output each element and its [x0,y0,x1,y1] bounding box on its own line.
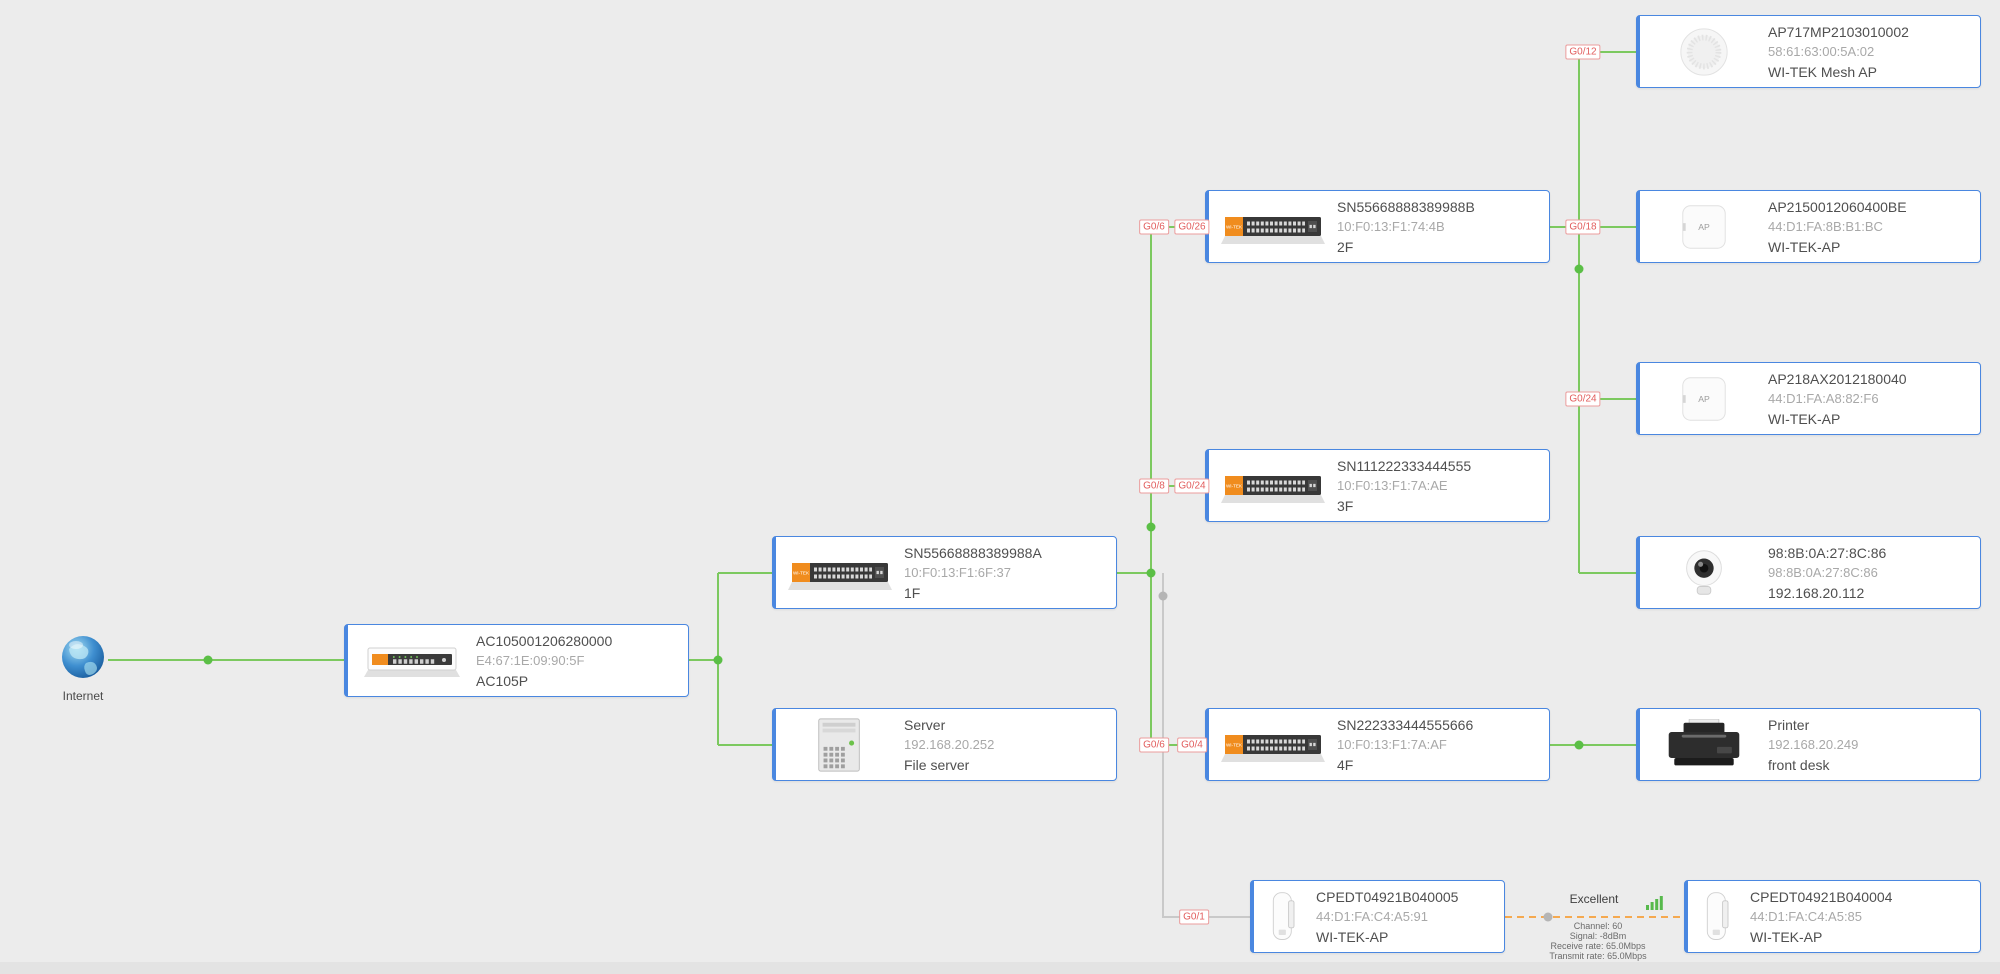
internet-label: Internet [62,689,104,703]
device-node-file-server[interactable]: Server 192.168.20.252 File server [772,708,1117,781]
device-name: CPEDT04921B040005 [1316,888,1459,905]
device-node-mesh-ap[interactable]: AP717MP2103010002 58:61:63:00:5A:02 WI-T… [1636,15,1981,88]
device-desc: 2F [1337,238,1354,255]
device-desc: AC105P [476,672,529,689]
switch-icon [1209,723,1337,767]
device-mac: 10:F0:13:F1:7A:AE [1337,477,1448,493]
device-desc: WI-TEK-AP [1316,928,1389,945]
wireless-transmit-rate: Transmit rate: 65.0Mbps [1549,951,1647,961]
device-desc: File server [904,756,970,773]
device-desc: WI-TEK-AP [1750,928,1823,945]
port-label: G0/12 [1565,44,1601,60]
device-name: AP2150012060400BE [1768,198,1907,215]
device-mac: 44:D1:FA:C4:A5:91 [1316,908,1429,924]
device-mac: 98:8B:0A:27:8C:86 [1768,564,1878,580]
device-mac: 10:F0:13:F1:7A:AF [1337,736,1447,752]
port-label: G0/8 [1139,478,1169,494]
device-mac: 44:D1:FA:A8:82:F6 [1768,390,1879,406]
device-node-switch-2f[interactable]: SN55668888389988B 10:F0:13:F1:74:4B 2F [1205,190,1550,263]
router-icon [348,641,476,681]
wireless-link-quality: Excellent [1569,892,1619,906]
device-ip: 192.168.20.252 [904,736,995,752]
wireless-receive-rate: Receive rate: 65.0Mbps [1550,941,1646,951]
printer-icon [1640,719,1768,771]
wireless-link-details: Channel: 60 Signal: -8dBm Receive rate: … [1530,921,1666,961]
device-name: 98:8B:0A:27:8C:86 [1768,544,1887,561]
port-label: G0/26 [1174,219,1210,235]
port-label: G0/1 [1179,909,1209,925]
horizontal-scrollbar[interactable] [0,962,2000,974]
device-desc: WI-TEK-AP [1768,238,1841,255]
port-label: G0/4 [1177,737,1207,753]
port-label: G0/6 [1139,737,1169,753]
mesh-ap-icon [1640,25,1768,79]
cpe-icon [1688,889,1750,945]
device-desc: 1F [904,584,921,601]
device-node-camera[interactable]: 98:8B:0A:27:8C:86 98:8B:0A:27:8C:86 192.… [1636,536,1981,609]
port-label: G0/18 [1565,219,1601,235]
device-desc: 4F [1337,756,1354,773]
internet-node[interactable]: Internet [43,633,123,703]
port-label: G0/24 [1565,391,1601,407]
device-name: SN55668888389988A [904,544,1042,561]
device-name: Server [904,716,946,733]
signal-bars-icon [1646,895,1664,911]
wireless-channel: Channel: 60 [1573,921,1623,931]
device-mac: 10:F0:13:F1:6F:37 [904,564,1011,580]
device-node-ap-215[interactable]: AP2150012060400BE 44:D1:FA:8B:B1:BC WI-T… [1636,190,1981,263]
device-ip: 192.168.20.112 [1768,584,1865,601]
device-desc: WI-TEK-AP [1768,410,1841,427]
globe-icon [59,633,107,681]
device-ip: 192.168.20.249 [1768,736,1859,752]
device-mac: E4:67:1E:09:90:5F [476,652,585,668]
device-mac: 58:61:63:00:5A:02 [1768,43,1875,59]
device-node-switch-4f[interactable]: SN222333444555666 10:F0:13:F1:7A:AF 4F [1205,708,1550,781]
switch-icon [1209,464,1337,508]
device-node-switch-3f[interactable]: SN111222333444555 10:F0:13:F1:7A:AE 3F [1205,449,1550,522]
camera-icon [1640,544,1768,602]
device-desc: WI-TEK Mesh AP [1768,63,1877,80]
switch-icon [1209,205,1337,249]
device-node-gateway[interactable]: AC105001206280000 E4:67:1E:09:90:5F AC10… [344,624,689,697]
switch-icon [776,551,904,595]
access-point-icon [1640,372,1768,426]
device-node-printer[interactable]: Printer 192.168.20.249 front desk [1636,708,1981,781]
access-point-icon [1640,200,1768,254]
port-label: G0/6 [1139,219,1169,235]
device-name: SN222333444555666 [1337,716,1474,733]
cpe-icon [1254,889,1316,945]
device-name: AP218AX2012180040 [1768,370,1907,387]
device-node-ap-218[interactable]: AP218AX2012180040 44:D1:FA:A8:82:F6 WI-T… [1636,362,1981,435]
device-name: AP717MP2103010002 [1768,23,1909,40]
port-label: G0/24 [1174,478,1210,494]
device-mac: 44:D1:FA:8B:B1:BC [1768,218,1883,234]
device-node-cpe-04[interactable]: CPEDT04921B040004 44:D1:FA:C4:A5:85 WI-T… [1684,880,1981,953]
device-node-cpe-05[interactable]: CPEDT04921B040005 44:D1:FA:C4:A5:91 WI-T… [1250,880,1505,953]
device-mac: 44:D1:FA:C4:A5:85 [1750,908,1863,924]
wired-link-lines [108,51,1636,746]
device-name: SN111222333444555 [1337,457,1472,474]
device-desc: front desk [1768,756,1830,773]
device-name: SN55668888389988B [1337,198,1475,215]
device-mac: 10:F0:13:F1:74:4B [1337,218,1445,234]
device-node-switch-1f[interactable]: SN55668888389988A 10:F0:13:F1:6F:37 1F [772,536,1117,609]
device-name: AC105001206280000 [476,632,613,649]
device-desc: 3F [1337,497,1354,514]
device-name: Printer [1768,716,1810,733]
wireless-signal: Signal: -8dBm [1569,931,1627,941]
device-name: CPEDT04921B040004 [1750,888,1893,905]
server-icon [776,716,904,774]
